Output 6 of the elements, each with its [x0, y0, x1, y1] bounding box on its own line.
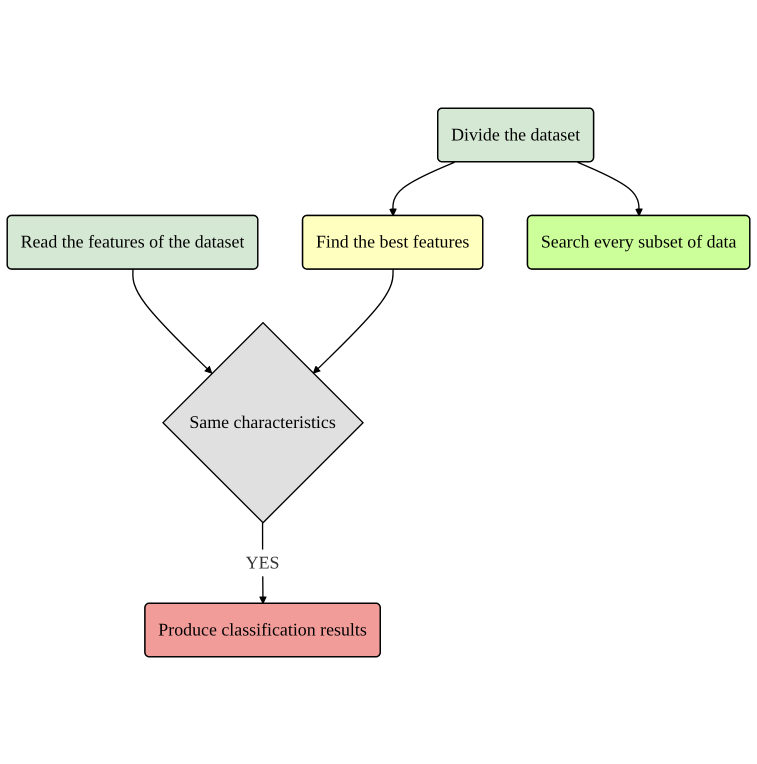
arrow	[132, 269, 212, 374]
arrow	[577, 161, 643, 216]
arrow	[389, 161, 455, 216]
node-diamond: Same characteristics	[162, 321, 364, 524]
arrow	[312, 269, 394, 374]
edge-label: YES	[246, 552, 280, 572]
